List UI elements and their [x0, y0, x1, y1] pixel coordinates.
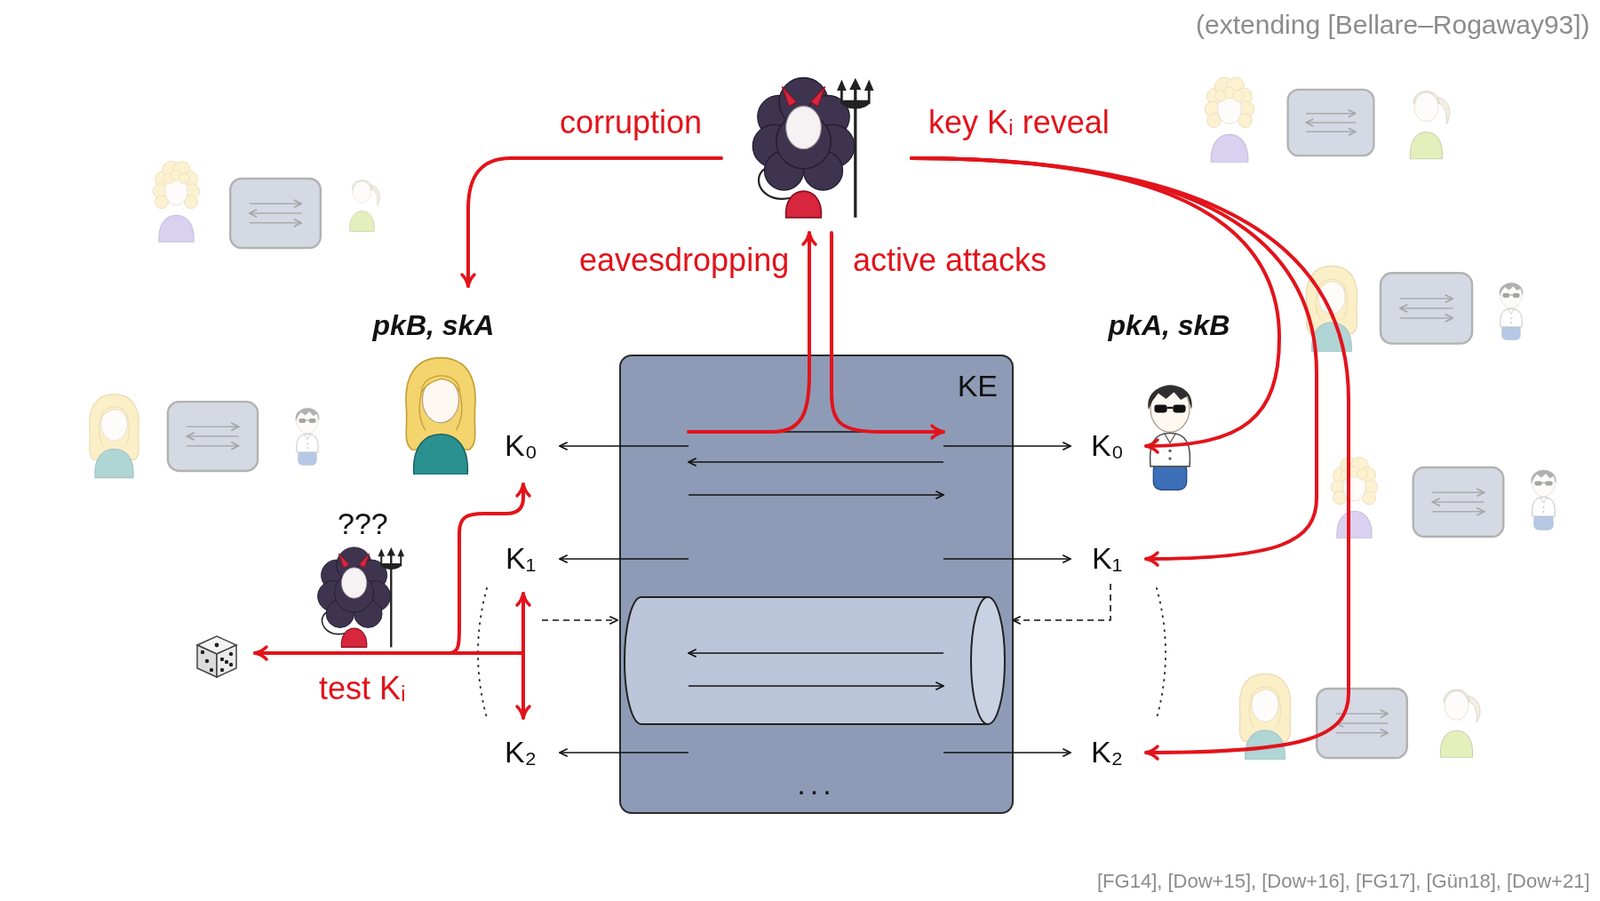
person-bob [1530, 469, 1556, 530]
party-alice: pkB, skA [359, 307, 508, 477]
dice [197, 636, 237, 677]
message-arrow [688, 652, 944, 654]
message-arrows [541, 431, 1111, 753]
mini-ke-box [1380, 272, 1473, 343]
session-key: K₂ [1090, 734, 1123, 770]
person-bob [1147, 385, 1192, 491]
key-output-arrow [943, 445, 1071, 447]
dashed-arrow [541, 619, 618, 621]
session-key: K₂ [504, 734, 537, 770]
test-arrow [521, 652, 526, 718]
key-exchange-box: KE... [619, 354, 1014, 814]
attack-label: key Kᵢ reveal [928, 103, 1110, 141]
mini-ke-box [167, 401, 258, 471]
session-key: K₁ [1091, 541, 1123, 576]
person-alice [1239, 673, 1290, 760]
message-arrow [688, 430, 944, 433]
person-ponytail [350, 180, 381, 232]
test-arrow [521, 593, 526, 653]
person-bob [1499, 282, 1524, 340]
message-arrow [688, 684, 944, 687]
reference-list: [FG14], [Dow+15], [Dow+16], [FG17], [Gün… [1097, 869, 1591, 892]
party-bob: pkA, skB [1086, 307, 1252, 503]
dotted-arc [1156, 588, 1166, 718]
mini-ke-box [1288, 89, 1375, 156]
box-title: KE [957, 368, 998, 404]
key-output-arrow [559, 557, 689, 560]
message-arrow [688, 461, 944, 463]
key-output-arrow [559, 445, 689, 447]
person-curly [152, 161, 200, 243]
key-output-arrow [559, 751, 689, 754]
reveal-arrow [911, 158, 1317, 559]
person-curly [1204, 77, 1254, 163]
person-ponytail [1440, 689, 1481, 757]
attack-arrows [254, 158, 1349, 753]
mini-ke-box [1316, 688, 1408, 758]
person-alice [1305, 265, 1357, 352]
dashed-arrow [1012, 583, 1111, 621]
channel-cylinder [624, 597, 1005, 725]
mini-ke-box [1413, 467, 1505, 537]
ellipsis: ... [620, 766, 1012, 802]
person-curly [1330, 457, 1378, 539]
key-pair-label: pkA, skB [1086, 309, 1252, 343]
person-ponytail [1409, 91, 1450, 160]
person-alice [89, 394, 140, 478]
attack-label: eavesdropping [579, 241, 789, 279]
person-alice [405, 358, 476, 475]
key-pair-label: pkB, skA [359, 309, 508, 343]
message-arrow [688, 493, 944, 496]
key-output-arrow [943, 751, 1071, 754]
reveal-arrow [911, 158, 1280, 446]
reference-note: (extending [Bellare–Rogaway93]) [1195, 9, 1591, 41]
attack-label: corruption [559, 103, 702, 141]
person-bob [295, 407, 320, 465]
session-key: K₀ [504, 428, 538, 463]
adversary-figure [318, 547, 404, 647]
attack-label: test Kᵢ [318, 669, 406, 707]
key-output-arrow [943, 557, 1071, 560]
dotted-arc [477, 588, 487, 718]
confusion-mark: ??? [337, 506, 389, 542]
session-key: K₁ [505, 541, 536, 576]
adversary-figure [752, 78, 872, 218]
mini-ke-box [230, 178, 321, 248]
attack-label: active attacks [852, 241, 1047, 279]
test-arrow [254, 651, 524, 655]
session-key: K₀ [1090, 428, 1124, 463]
